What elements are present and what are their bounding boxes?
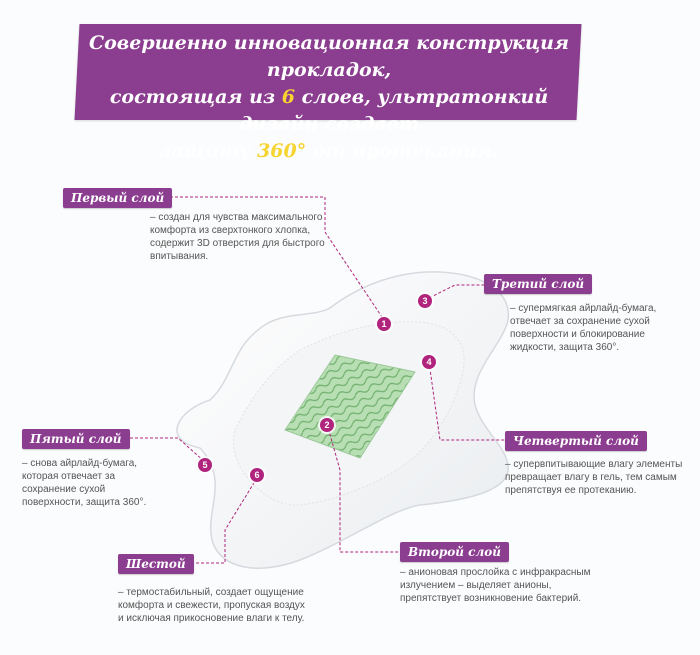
desc-layer-4-line: превращает влагу в гель, тем самым [505,472,677,483]
desc-layer-2: – анионовая прослойка с инфракрасным изл… [400,566,630,605]
headline-line-1: Совершенно инновационная конструкция про… [88,32,570,81]
desc-layer-1: – создан для чувства максимального комфо… [150,211,350,263]
headline-line-2: состоящая из 6 слоев, ультратонкий дизай… [82,84,576,138]
desc-layer-6-line: и исключая прикосновение влаги к телу. [118,613,305,624]
desc-layer-2-line: – анионовая прослойка с инфракрасным [400,567,591,578]
desc-layer-6-line: – термостабильный, создает ощущение [118,587,304,598]
desc-layer-5-line: поверхности, защита 360°. [22,497,147,508]
desc-layer-1-line: – создан для чувства максимального [150,212,323,223]
desc-layer-2-line: излучением – выделяет анионы, [400,580,552,591]
desc-layer-4-line: препятствуя ее протеканию. [505,485,637,496]
desc-layer-3: – супермягкая айрлайд-бумага, отвечает з… [510,302,690,354]
desc-layer-5-line: сохранение сухой [22,484,106,495]
tag-layer-6: Шестой [118,554,194,574]
desc-layer-1-line: впитывания. [150,251,209,262]
layer-badge-4: 4 [422,355,436,369]
desc-layer-3-line: отвечает за сохранение сухой [510,316,650,327]
headline-line-2-end: слоев, ультратонкий дизайн создает [239,86,549,135]
headline-line-3-end: от протекания. [306,140,499,162]
desc-layer-5: – снова айрлайд-бумага, которая отвечает… [22,457,172,509]
desc-layer-5-line: – снова айрлайд-бумага, [22,458,138,469]
desc-layer-6: – термостабильный, создает ощущение комф… [118,586,328,625]
layer-badge-6: 6 [250,468,264,482]
desc-layer-4: – супервпитывающие влагу элементы превра… [505,458,695,497]
layer-badge-2: 2 [320,418,334,432]
layer-badge-1: 1 [377,317,391,331]
desc-layer-1-line: содержит 3D отверстия для быстрого [150,238,325,249]
desc-layer-6-line: комфорта и свежести, пропуская воздух [118,600,305,611]
headline-protection-degrees: 360° [257,140,307,162]
desc-layer-5-line: которая отвечает за [22,471,116,482]
headline-line-3: защиту 360° от протекания. [82,138,576,165]
headline-layer-count: 6 [281,86,295,108]
headline-line-3-start: защиту [159,140,258,162]
desc-layer-4-line: – супервпитывающие влагу элементы [505,459,683,470]
desc-layer-3-line: жидкости, защита 360°. [510,342,620,353]
tag-layer-5: Пятый слой [22,429,130,449]
pad-shape [176,271,509,569]
leader-lines [100,196,505,564]
headline-line-2-start: состоящая из [109,86,282,108]
layer-badge-5: 5 [198,458,212,472]
tag-layer-1: Первый слой [63,188,173,208]
tag-layer-4: Четвертый слой [505,431,647,451]
layer-badge-3: 3 [418,294,432,308]
headline-text: Совершенно инновационная конструкция про… [82,30,576,165]
desc-layer-2-line: препятствует возникновение бактерий. [400,593,582,604]
desc-layer-3-line: поверхности и блокирование [510,329,645,340]
desc-layer-3-line: – супермягкая айрлайд-бумага, [510,303,657,314]
desc-layer-1-line: комфорта из сверхтонкого хлопка, [150,225,311,236]
tag-layer-3: Третий слой [484,274,593,294]
tag-layer-2: Второй слой [400,542,509,562]
